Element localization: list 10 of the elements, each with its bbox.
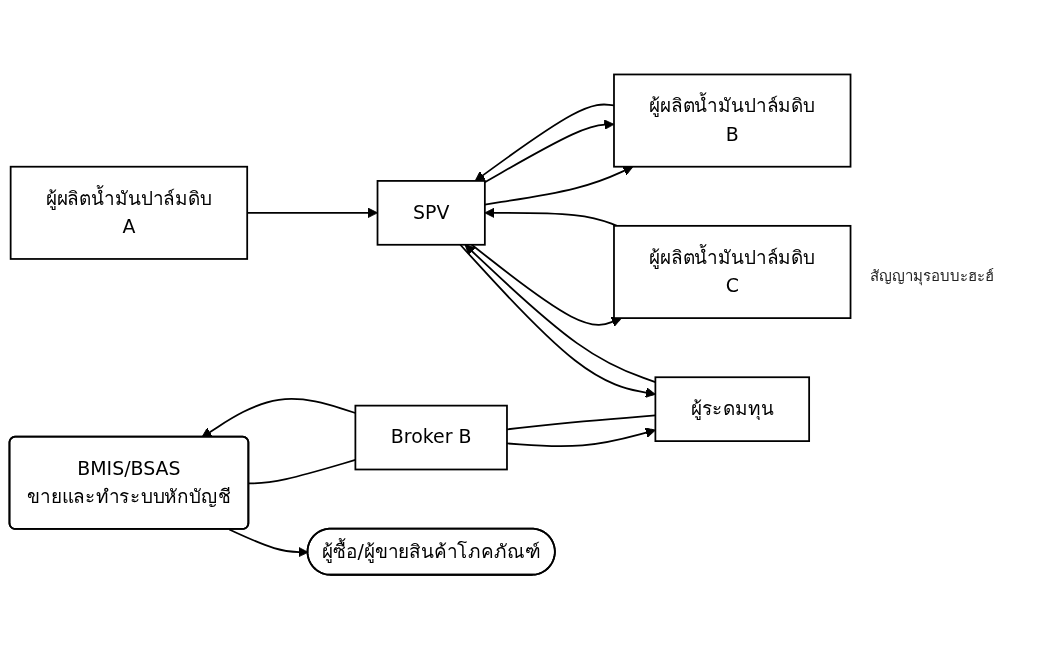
arrow	[484, 207, 618, 227]
node-box: ผู้ผลิตน้ำมันปาล์มดิบ B	[613, 73, 852, 168]
node-box: SPV	[376, 179, 486, 246]
node-box: Broker B	[354, 404, 508, 471]
arrow	[470, 243, 622, 327]
node-box: ผู้ผลิตน้ำมันปาล์มดิบ C	[613, 224, 852, 319]
note-text: สัญญามุรอบบะฮะฮ์	[870, 266, 995, 288]
node-box: ผู้ระดมทุน	[654, 376, 811, 442]
arrow	[506, 427, 656, 448]
node-box: ผู้ผลิตน้ำมันปาล์มดิบ A	[9, 165, 249, 260]
